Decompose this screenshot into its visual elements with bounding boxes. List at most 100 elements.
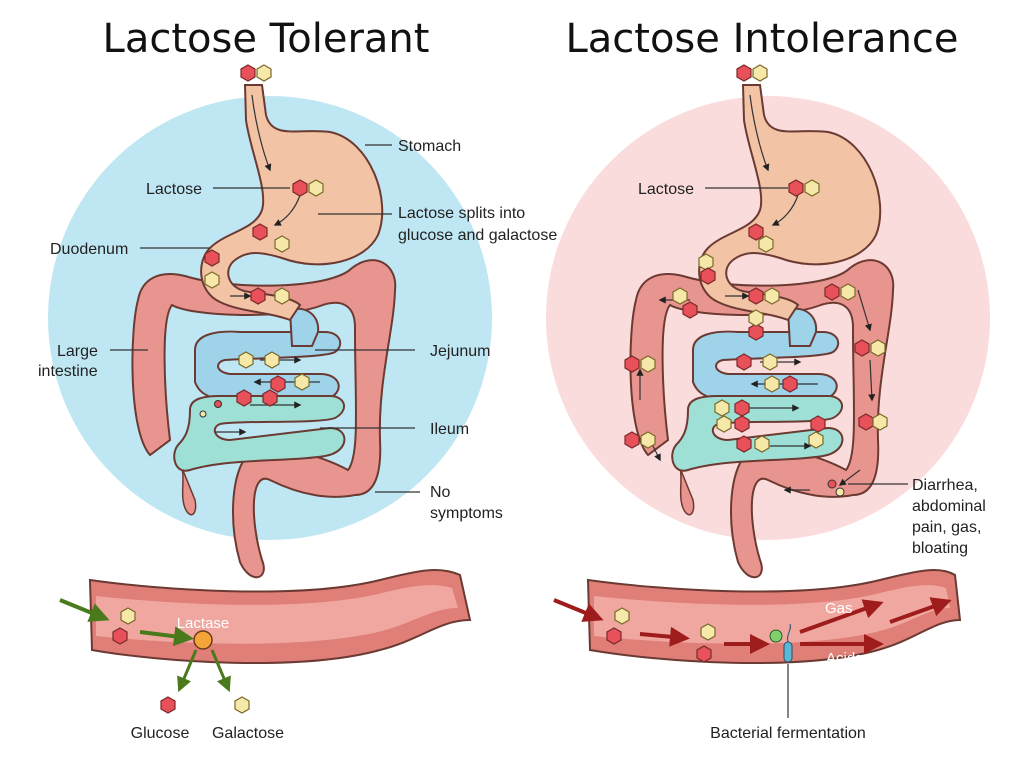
label-symptoms-3: pain, gas, bbox=[912, 519, 981, 536]
glucose-icon bbox=[810, 415, 826, 433]
galactose-icon bbox=[872, 413, 888, 431]
glucose-icon bbox=[262, 389, 278, 407]
label-jejunum: Jejunum bbox=[430, 343, 490, 360]
label-ileum: Ileum bbox=[430, 421, 469, 438]
title-lactose-tolerant: Lactose Tolerant bbox=[103, 16, 430, 62]
galactose-icon bbox=[758, 235, 774, 253]
bacteria-icon bbox=[769, 623, 793, 663]
label-gas: Gas bbox=[825, 600, 853, 617]
galactose-icon bbox=[748, 309, 764, 327]
label-symptoms-1: Diarrhea, bbox=[912, 477, 978, 494]
large-intestine-left bbox=[131, 259, 397, 579]
galactose-icon bbox=[700, 623, 716, 641]
intestine-tube-left bbox=[88, 568, 472, 665]
galactose-dot-icon bbox=[835, 487, 845, 497]
galactose-icon bbox=[698, 253, 714, 271]
glucose-icon bbox=[788, 179, 804, 197]
label-symptoms-4: bloating bbox=[912, 540, 968, 557]
glucose-icon bbox=[736, 64, 752, 82]
label-duodenum: Duodenum bbox=[50, 241, 128, 258]
glucose-icon bbox=[160, 696, 176, 714]
glucose-icon bbox=[748, 287, 764, 305]
appendix-right bbox=[679, 467, 695, 516]
label-lactase: Lactase bbox=[177, 615, 230, 632]
lactase-enzyme-icon bbox=[193, 630, 213, 650]
galactose-icon bbox=[714, 399, 730, 417]
stomach-left bbox=[200, 84, 384, 322]
galactose-icon bbox=[804, 179, 820, 197]
galactose-dot-icon bbox=[199, 410, 207, 418]
glucose-icon bbox=[252, 223, 268, 241]
glucose-icon bbox=[734, 399, 750, 417]
label-lactose-right: Lactose bbox=[638, 181, 694, 198]
glucose-icon bbox=[736, 435, 752, 453]
glucose-icon bbox=[112, 627, 128, 645]
galactose-icon bbox=[640, 431, 656, 449]
glucose-dot-icon bbox=[827, 479, 837, 489]
galactose-icon bbox=[764, 375, 780, 393]
label-symptoms-2: abdominal bbox=[912, 498, 986, 515]
glucose-icon bbox=[236, 389, 252, 407]
glucose-icon bbox=[700, 267, 716, 285]
galactose-icon bbox=[614, 607, 630, 625]
galactose-icon bbox=[762, 353, 778, 371]
galactose-icon bbox=[204, 271, 220, 289]
galactose-icon bbox=[294, 373, 310, 391]
small-intestine-left bbox=[173, 307, 346, 472]
glucose-icon bbox=[734, 415, 750, 433]
glucose-icon bbox=[624, 431, 640, 449]
label-lactose-splits-2: glucose and galactose bbox=[398, 227, 557, 244]
right-panel: Lactose Diarrhea, abdominal pain, gas, b… bbox=[546, 64, 990, 742]
galactose-icon bbox=[120, 607, 136, 625]
galactose-icon bbox=[808, 431, 824, 449]
galactose-icon bbox=[716, 415, 732, 433]
label-galactose: Galactose bbox=[212, 725, 284, 742]
galactose-icon bbox=[234, 696, 250, 714]
glucose-icon bbox=[736, 353, 752, 371]
glucose-icon bbox=[858, 413, 874, 431]
glucose-icon bbox=[682, 301, 698, 319]
label-acids: Acids bbox=[826, 650, 863, 667]
glucose-icon bbox=[782, 375, 798, 393]
galactose-icon bbox=[308, 179, 324, 197]
appendix-left bbox=[181, 467, 197, 516]
glucose-icon bbox=[270, 375, 286, 393]
galactose-icon bbox=[238, 351, 254, 369]
large-intestine-right bbox=[629, 259, 895, 579]
glucose-icon bbox=[854, 339, 870, 357]
glucose-icon bbox=[748, 223, 764, 241]
glucose-icon bbox=[824, 283, 840, 301]
glucose-icon bbox=[250, 287, 266, 305]
label-lactose-splits-1: Lactose splits into bbox=[398, 205, 525, 222]
glucose-icon bbox=[606, 627, 622, 645]
label-stomach: Stomach bbox=[398, 138, 461, 155]
galactose-icon bbox=[264, 351, 280, 369]
label-large-intestine-1: Large bbox=[57, 343, 98, 360]
glucose-icon bbox=[696, 645, 712, 663]
small-intestine-right bbox=[671, 307, 844, 472]
galactose-icon bbox=[672, 287, 688, 305]
glucose-icon bbox=[292, 179, 308, 197]
galactose-icon bbox=[752, 64, 768, 82]
title-lactose-intolerance: Lactose Intolerance bbox=[565, 16, 958, 62]
label-glucose: Glucose bbox=[131, 725, 190, 742]
galactose-icon bbox=[274, 287, 290, 305]
stomach-right bbox=[698, 84, 882, 322]
galactose-icon bbox=[870, 339, 886, 357]
label-lactose: Lactose bbox=[146, 181, 202, 198]
glucose-icon bbox=[240, 64, 256, 82]
glucose-icon bbox=[204, 249, 220, 267]
label-large-intestine-2: intestine bbox=[38, 363, 98, 380]
galactose-icon bbox=[640, 355, 656, 373]
galactose-icon bbox=[754, 435, 770, 453]
galactose-icon bbox=[764, 287, 780, 305]
label-bacterial-fermentation: Bacterial fermentation bbox=[710, 725, 866, 742]
glucose-dot-icon bbox=[214, 400, 222, 408]
galactose-icon bbox=[840, 283, 856, 301]
glucose-icon bbox=[624, 355, 640, 373]
label-no-symptoms-2: symptoms bbox=[430, 505, 503, 522]
galactose-icon bbox=[274, 235, 290, 253]
label-no-symptoms-1: No bbox=[430, 484, 451, 501]
galactose-icon bbox=[256, 64, 272, 82]
